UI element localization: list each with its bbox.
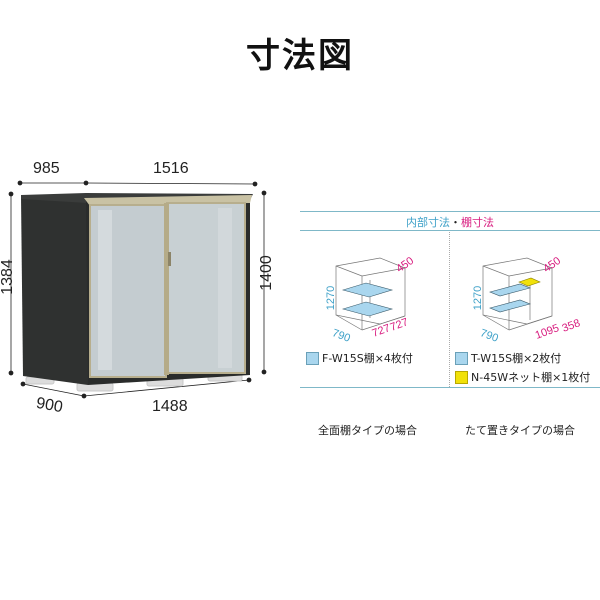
panel-top-rule [300, 211, 600, 212]
bottom-width-dimension: 1488 [152, 398, 188, 415]
legend-label: F-W15S棚×4枚付 [322, 352, 413, 365]
legend-label: N-45Wネット棚×1枚付 [471, 371, 591, 384]
legend-label: T-W15S棚×2枚付 [471, 352, 562, 365]
panel-title-shelf: 棚寸法 [461, 216, 494, 229]
page-title: 寸法図 [246, 36, 354, 76]
panel-bottom-rule [300, 387, 600, 388]
blue-shelf-swatch [455, 351, 468, 365]
left-interior-height: 1270 [325, 285, 338, 311]
top-width-dimension: 1516 [153, 160, 189, 177]
legend-item: F-W15S棚×4枚付 [306, 350, 413, 366]
top-depth-dimension: 985 [33, 160, 60, 177]
right-interior-height: 1270 [472, 285, 485, 311]
panel-divider [449, 232, 450, 387]
left-caption: 全面棚タイプの場合 [318, 424, 417, 437]
yellow-net-shelf-swatch [455, 370, 468, 384]
panel-title-interior: 内部寸法 [406, 216, 450, 229]
panel-title: 内部寸法・棚寸法 [300, 214, 600, 230]
legend-item: T-W15S棚×2枚付 [455, 350, 561, 366]
legend-item: N-45Wネット棚×1枚付 [455, 369, 590, 385]
panel-title-separator: ・ [450, 216, 461, 229]
blue-shelf-swatch [306, 351, 319, 365]
right-caption: たて置きタイプの場合 [465, 424, 575, 437]
panel-subtitle-rule [300, 230, 600, 231]
